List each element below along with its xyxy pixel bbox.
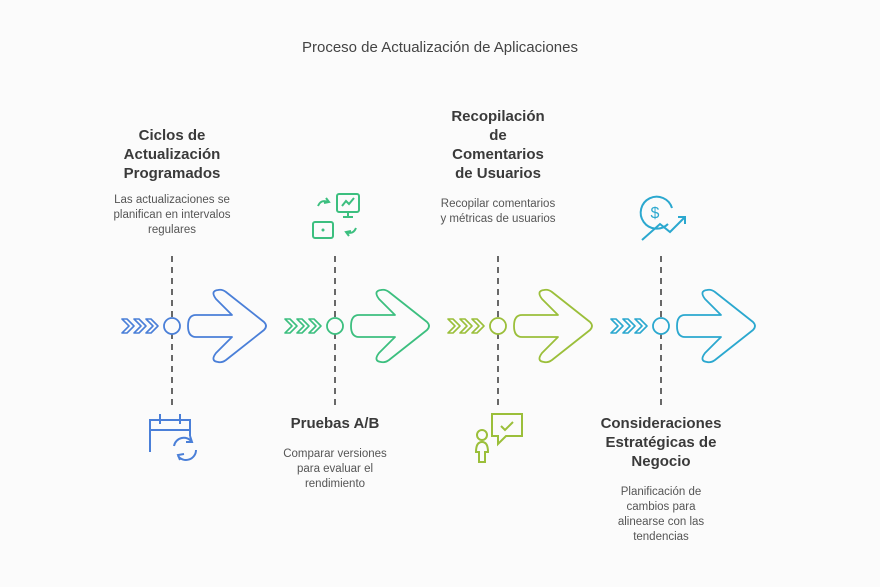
- dot-icon: [321, 228, 325, 232]
- stage-heading: Consideraciones Estratégicas de Negocio: [600, 415, 722, 470]
- arrows-icon: [317, 197, 357, 237]
- screen-icon: [312, 221, 334, 239]
- chevron-icon: [447, 318, 461, 334]
- stage-4-text: Consideraciones Estratégicas de Negocio …: [586, 414, 736, 545]
- refresh-icon: [173, 435, 197, 461]
- stage-description: Recopilar comentarios y métricas de usua…: [440, 198, 556, 225]
- chevron-icon: [634, 318, 648, 334]
- chevron-icon: [459, 318, 473, 334]
- stage-description: Comparar versiones para evaluar el rendi…: [283, 448, 387, 490]
- dollar-growth-icon: $: [639, 195, 686, 241]
- chevron-icon: [121, 318, 135, 334]
- chevron-icon: [284, 318, 298, 334]
- milestone-circle: [163, 317, 181, 335]
- chevron-icon: [133, 318, 147, 334]
- coin-icon: [639, 195, 673, 230]
- milestone-circle: [652, 317, 670, 335]
- milestone-circle: [326, 317, 344, 335]
- chevron-icon: [296, 318, 310, 334]
- stage-3: [447, 256, 593, 463]
- big-arrow-icon: [513, 288, 593, 364]
- chevron-icon: [622, 318, 636, 334]
- user-feedback-icon: [474, 413, 523, 463]
- milestone-circle: [489, 317, 507, 335]
- person-body-icon: [474, 440, 490, 463]
- stage-heading: Pruebas A/B: [290, 415, 380, 432]
- big-arrow-icon: [676, 288, 756, 364]
- stage-description: Planificación de cambios para alinearse …: [617, 486, 705, 543]
- big-arrow-icon: [350, 288, 430, 364]
- stage-2: [284, 193, 430, 405]
- person-head-icon: [476, 429, 488, 441]
- chevron-icon: [308, 318, 322, 334]
- stage-2-text: Pruebas A/B Comparar versiones para eval…: [260, 414, 410, 492]
- stage-4: $: [610, 195, 756, 405]
- dollar-icon: $: [651, 205, 660, 222]
- speech-bubble-check-icon: [491, 413, 523, 447]
- stage-1: [121, 256, 267, 461]
- calendar-icon: [149, 414, 191, 452]
- chevron-icon: [610, 318, 624, 334]
- chevron-icon: [145, 318, 159, 334]
- stage-heading: Ciclos de Actualización Programados: [123, 127, 221, 182]
- big-arrow-icon: [187, 288, 267, 364]
- diagram-title: Proceso de Actualización de Aplicaciones: [301, 39, 578, 56]
- stage-3-text: Recopilación de Comentarios de Usuarios …: [423, 107, 573, 227]
- growth-arrow-icon: [641, 216, 686, 241]
- stage-heading: Recopilación de Comentarios de Usuarios: [451, 108, 545, 182]
- ab-test-monitor-icon: [312, 193, 360, 239]
- chevron-icon: [471, 318, 485, 334]
- calendar-refresh-icon: [149, 414, 197, 461]
- stage-1-text: Ciclos de Actualización Programados Las …: [97, 126, 247, 238]
- stage-description: Las actualizaciones se planifican en int…: [113, 194, 231, 236]
